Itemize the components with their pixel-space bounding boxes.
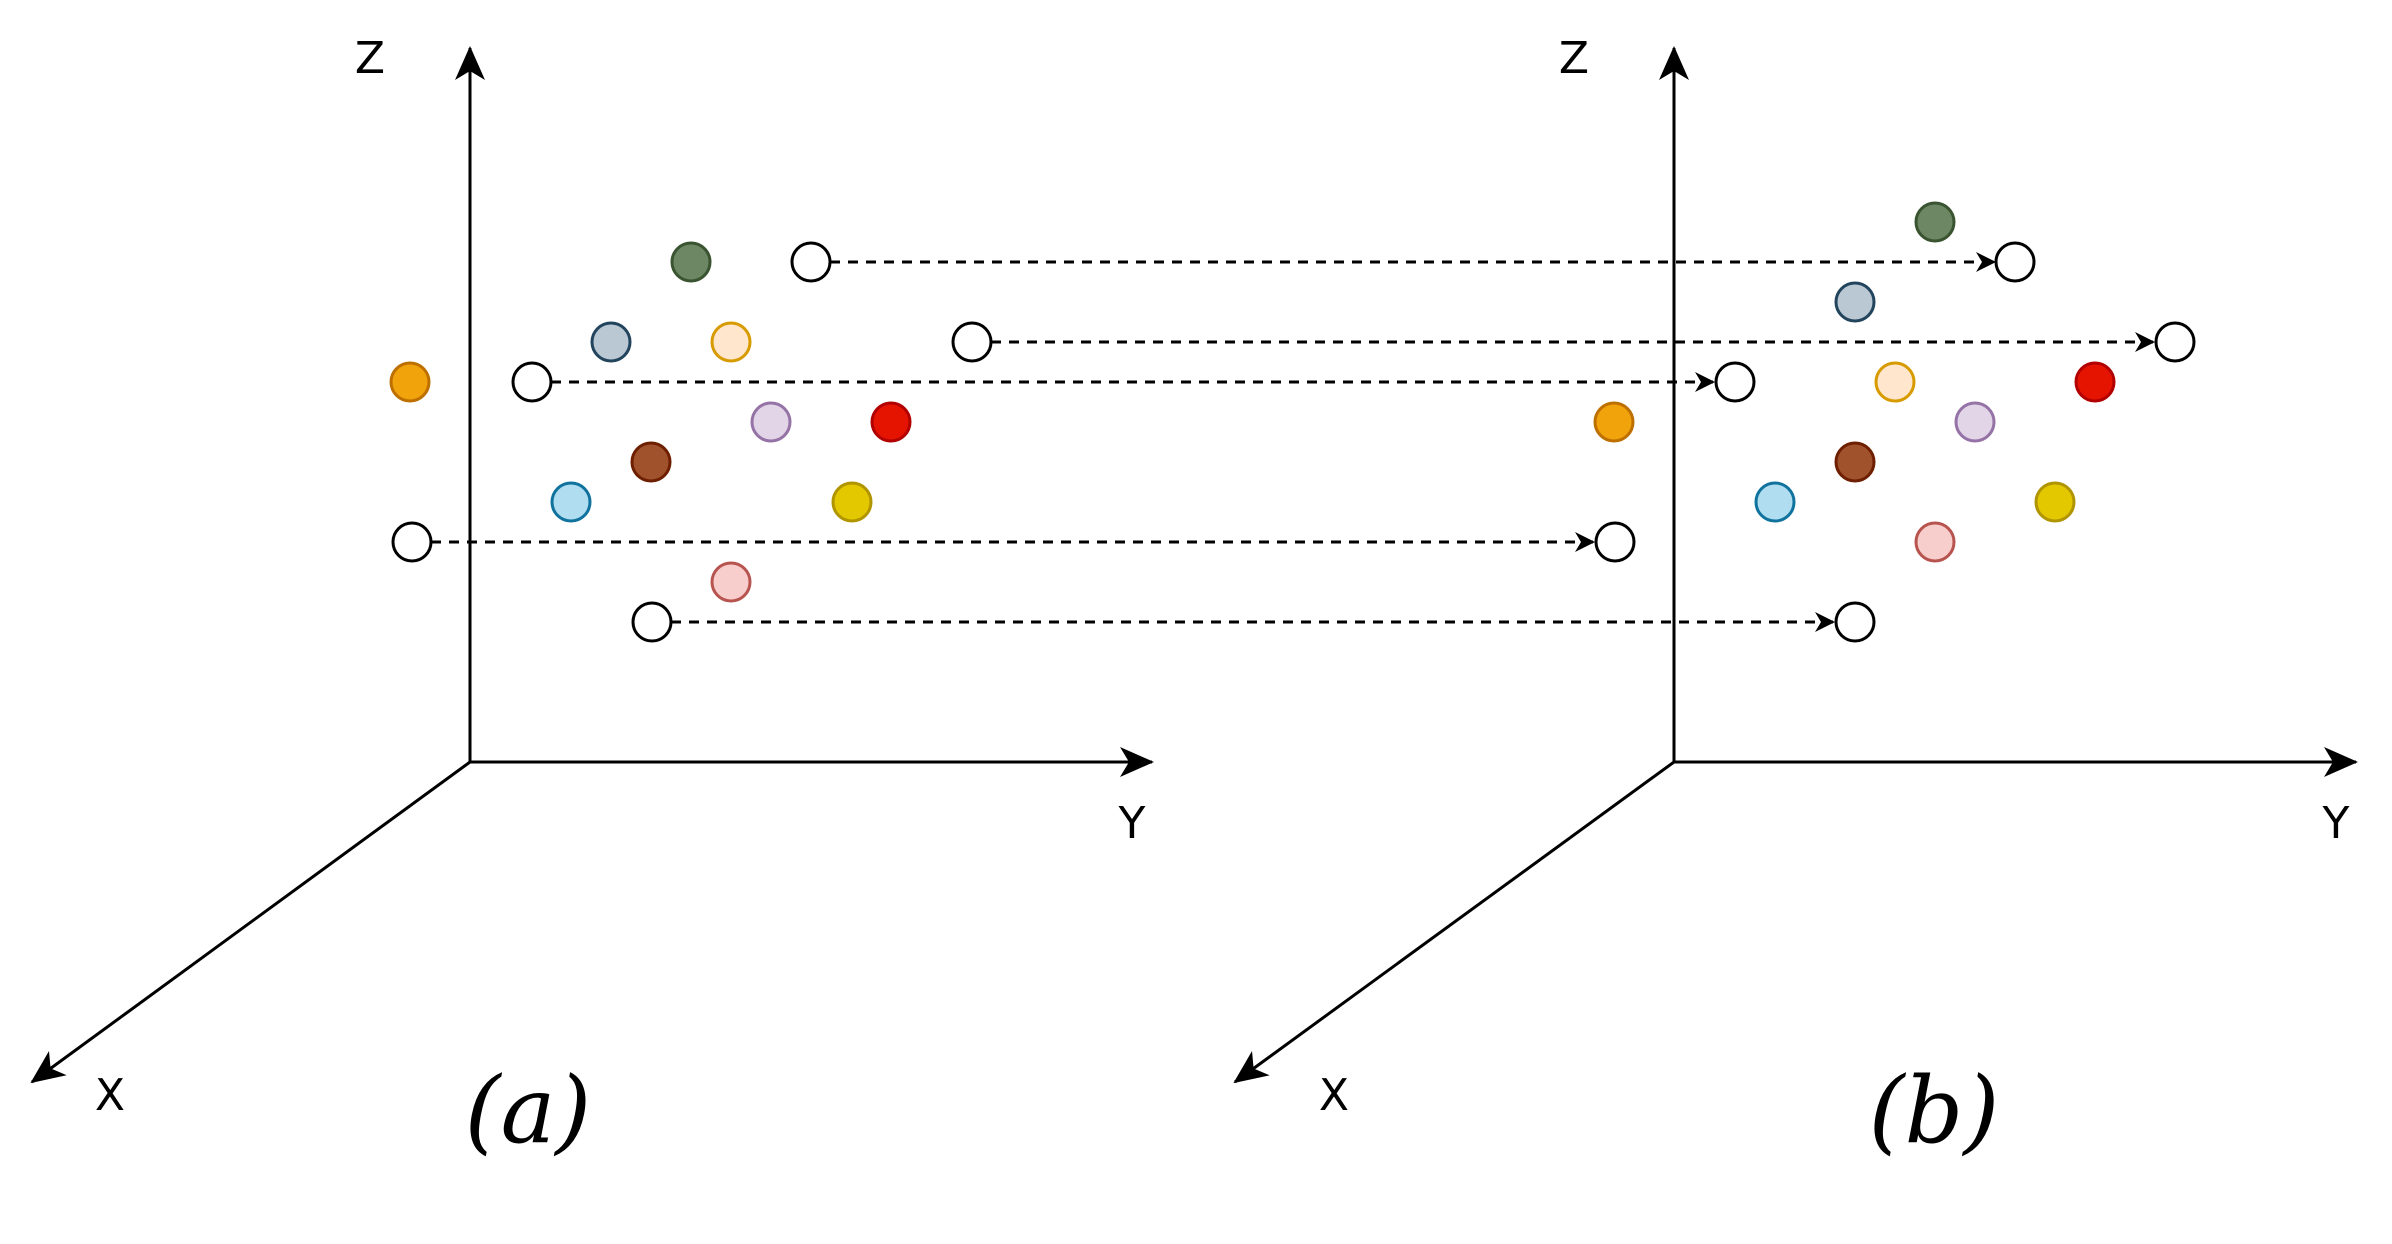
point-pink: [1914, 521, 1956, 563]
point-grey-blue: [590, 321, 632, 363]
point-orange: [1593, 401, 1635, 443]
point-grey-blue: [1834, 281, 1876, 323]
hollow-point-target: [1834, 601, 1876, 643]
point-brown: [1834, 441, 1876, 483]
panel-a-caption: (a): [465, 1057, 592, 1164]
hollow-points: [391, 241, 2196, 643]
point-yellow: [831, 481, 873, 523]
point-pink: [710, 561, 752, 603]
panel-a-x-label: X: [95, 1070, 125, 1121]
hollow-point-target: [2154, 321, 2196, 363]
panel-b-x-axis: [1233, 760, 1675, 1084]
panel-a-y-label: Y: [1118, 798, 1146, 849]
point-light-blue: [1754, 481, 1796, 523]
panel-a-z-label: Z: [355, 33, 385, 84]
panel-b-caption: (b): [1869, 1057, 2000, 1164]
point-brown: [630, 441, 672, 483]
point-light-blue: [550, 481, 592, 523]
hollow-point-source: [631, 601, 673, 643]
point-yellow: [2034, 481, 2076, 523]
panel-b-axes: Z Y X (b): [1233, 33, 2358, 1164]
translation-arrows: [431, 252, 2155, 632]
hollow-point-source: [951, 321, 993, 363]
point-red: [870, 401, 912, 443]
hollow-point-target: [1994, 241, 2036, 283]
panel-b-y-label: Y: [2322, 798, 2350, 849]
point-orange: [389, 361, 431, 403]
point-green: [1914, 201, 1956, 243]
point-lavender: [1954, 401, 1996, 443]
panel-b-x-label: X: [1319, 1070, 1349, 1121]
point-cream: [710, 321, 752, 363]
panel-a-axes: Z Y X (a): [30, 33, 1154, 1164]
hollow-point-target: [1714, 361, 1756, 403]
hollow-point-source: [790, 241, 832, 283]
hollow-point-source: [391, 521, 433, 563]
point-lavender: [750, 401, 792, 443]
point-red: [2074, 361, 2116, 403]
point-cream: [1874, 361, 1916, 403]
colored-points: [389, 201, 2116, 603]
panel-b-z-label: Z: [1559, 33, 1589, 84]
panel-a-x-axis: [30, 760, 471, 1084]
hollow-point-source: [511, 361, 553, 403]
hollow-point-target: [1594, 521, 1636, 563]
point-green: [670, 241, 712, 283]
